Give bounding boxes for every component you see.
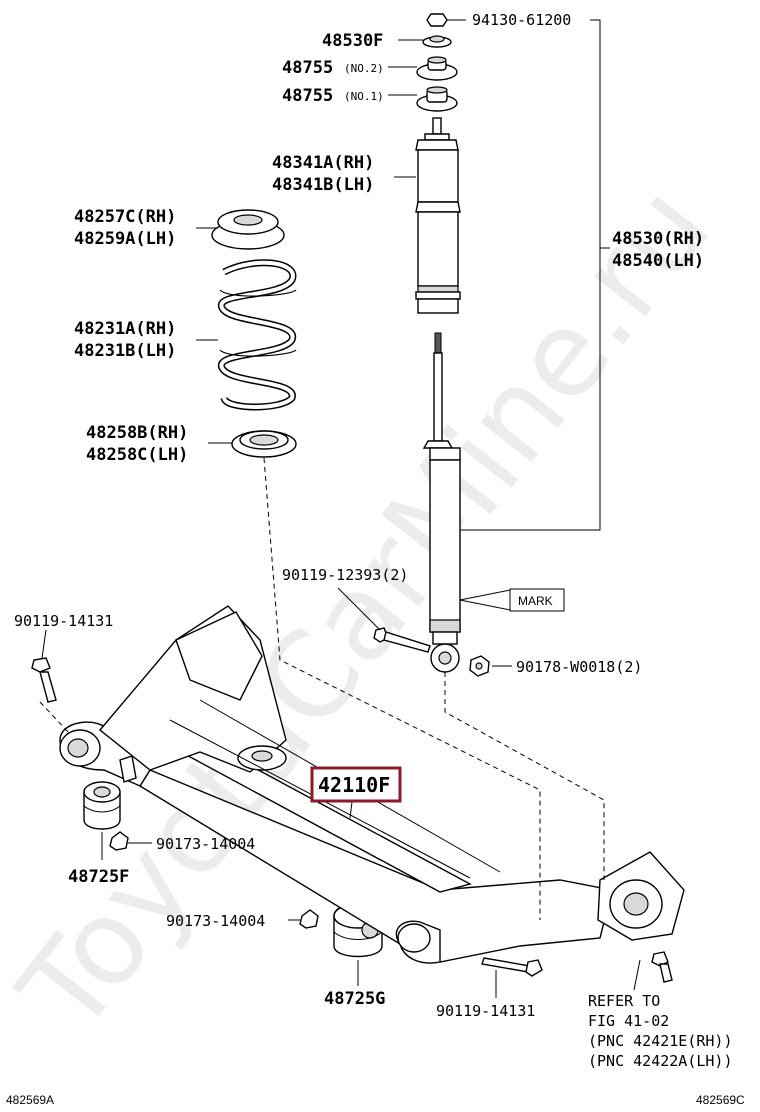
label-bolt-left: 90119-14131 — [14, 612, 113, 630]
label-upper-seat-rh: 48257C(RH) — [74, 207, 176, 227]
refer-line-3: (PNC 42421E(RH)) — [588, 1032, 733, 1050]
refer-line-2: FIG 41-02 — [588, 1012, 669, 1030]
nut-90173-14004-left — [109, 831, 129, 851]
nut-90173-14004-right — [299, 909, 319, 929]
mark-callout: MARK — [509, 588, 565, 612]
bolt-90119-14131-bottom — [481, 957, 543, 977]
axle-beam-42110f — [59, 605, 685, 964]
label-upper-seat-lh: 48259A(LH) — [74, 229, 176, 249]
label-bushing-48725g: 48725G — [324, 989, 385, 1009]
label-bushing-48725f: 48725F — [68, 867, 129, 887]
bolt-90119-12393 — [373, 627, 431, 653]
beam-highlight-box — [310, 766, 402, 803]
label-nut-w0018: 90178-W0018(2) — [516, 658, 642, 676]
beam-highlight: 42110F — [310, 766, 402, 803]
label-lower-seat-rh: 48258B(RH) — [86, 423, 188, 443]
upper-spring-seat — [211, 209, 285, 250]
cap-48530f — [422, 35, 452, 48]
refer-note: REFER TO FIG 41-02 (PNC 42421E(RH)) (PNC… — [588, 992, 733, 1070]
footer-right-code: 482569C — [696, 1093, 745, 1107]
label-absorber-lh: 48540(LH) — [612, 251, 704, 271]
label-nut-top: 94130-61200 — [472, 11, 571, 29]
label-absorber-rh: 48530(RH) — [612, 229, 704, 249]
label-boot-lh: 48341B(LH) — [272, 175, 374, 195]
leader-lines — [41, 19, 641, 998]
label-bolt-12393: 90119-12393(2) — [282, 566, 408, 584]
coil-spring — [218, 259, 297, 411]
label-bolt-bottom: 90119-14131 — [436, 1002, 535, 1020]
label-boot-rh: 48341A(RH) — [272, 153, 374, 173]
label-lower-seat-lh: 48258C(LH) — [86, 445, 188, 465]
label-spring-lh: 48231B(LH) — [74, 341, 176, 361]
label-insulator-no2: 48755 — [282, 58, 333, 78]
label-insulator-no1: 48755 — [282, 86, 333, 106]
footer-left-code: 482569A — [6, 1093, 54, 1107]
lower-spring-seat — [231, 430, 297, 458]
dashed-alignment-lines — [39, 457, 605, 920]
shock-absorber — [422, 332, 461, 673]
bolt-90119-14131-left — [31, 657, 57, 703]
label-insulator-no1-suffix: (NO.1) — [344, 90, 384, 103]
dust-boot — [415, 117, 461, 314]
label-nut-14004-right: 90173-14004 — [166, 912, 265, 930]
insulator-no2 — [416, 56, 458, 81]
top-nut — [426, 13, 448, 27]
label-cap-48530f: 48530F — [322, 31, 383, 51]
label-nut-14004-left: 90173-14004 — [156, 835, 255, 853]
label-beam: 42110F — [318, 773, 390, 797]
bushing-48725f — [83, 781, 121, 830]
insulator-no1 — [416, 86, 458, 112]
hub-bolt — [651, 951, 673, 983]
refer-line-1: REFER TO — [588, 992, 660, 1010]
label-mark: MARK — [518, 594, 553, 608]
label-insulator-no2-suffix: (NO.2) — [344, 62, 384, 75]
label-spring-rh: 48231A(RH) — [74, 319, 176, 339]
refer-line-4: (PNC 42422A(LH)) — [588, 1052, 733, 1070]
nut-90178-w0018 — [469, 655, 490, 677]
